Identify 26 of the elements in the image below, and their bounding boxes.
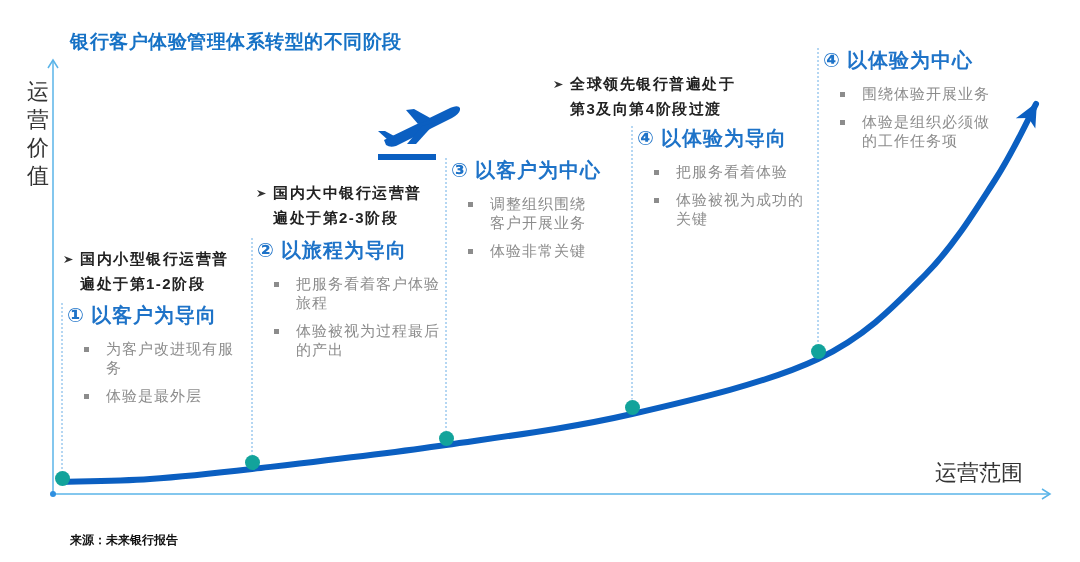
leader-line (817, 47, 819, 344)
bullet-text: 调整组织围绕客户开展业务 (468, 194, 588, 232)
stage-heading: ③ 以客户为中心 (451, 158, 602, 182)
axis-label: 运营范围 (935, 460, 1023, 486)
bullet-text: 为客户改进现有服务 (84, 339, 236, 377)
milestone-dot (244, 454, 260, 470)
bullet-text: 体验被视为过程最后的产出 (274, 321, 442, 359)
leader-line (445, 157, 447, 431)
milestone-dot (54, 470, 70, 486)
stage-heading: ② 以旅程为导向 (257, 238, 408, 262)
source-caption: 来源：未来银行报告 (70, 532, 178, 549)
milestone-dot (438, 430, 454, 446)
leader-line (61, 302, 63, 471)
axis-label: 运营价值 (26, 78, 49, 190)
bullet-text: 体验是组织必须做的工作任务项 (840, 112, 992, 150)
leader-line (251, 237, 253, 455)
milestone-dot (810, 343, 826, 359)
diagram-title: 银行客户体验管理体系转型的不同阶段 (70, 30, 402, 54)
bullet-text: 体验非常关键 (468, 241, 588, 260)
milestone-dot (624, 399, 640, 415)
stage-heading: ④ 以体验为中心 (823, 48, 974, 72)
stage-heading: ④ 以体验为导向 (637, 126, 788, 150)
leader-line (631, 125, 633, 400)
bullet-text: 把服务看着客户体验旅程 (274, 274, 442, 312)
bullet-text: 围绕体验开展业务 (840, 84, 992, 103)
stage-heading: ① 以客户为导向 (67, 303, 218, 327)
